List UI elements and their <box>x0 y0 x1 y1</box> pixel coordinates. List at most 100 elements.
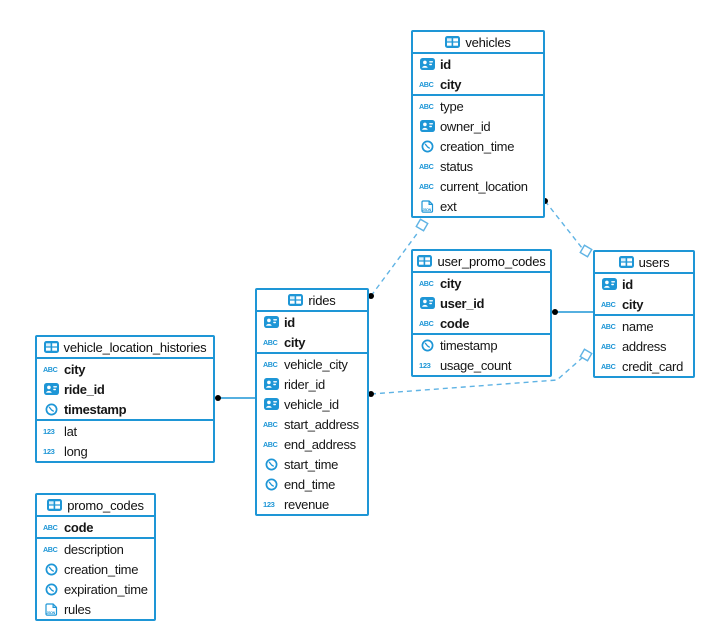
endpoint-diamond <box>579 244 593 258</box>
field-name: owner_id <box>440 118 491 134</box>
id-card-icon <box>262 398 280 410</box>
relationship-vehicles-to-users[interactable] <box>544 200 583 249</box>
field-row-timestamp[interactable]: timestamp <box>37 399 213 419</box>
relationship-rides-to-vehicles[interactable] <box>370 230 420 297</box>
field-row-ext[interactable]: JSON ext <box>413 196 543 216</box>
field-name: name <box>622 318 654 334</box>
svg-text:ABC: ABC <box>263 360 278 369</box>
field-row-lat[interactable]: 123 lat <box>37 421 213 441</box>
field-row-rules[interactable]: JSON rules <box>37 599 154 619</box>
numeric-123-icon: 123 <box>418 360 436 370</box>
svg-text:123: 123 <box>43 427 55 436</box>
table-promo_codes-header[interactable]: promo_codes <box>37 495 154 517</box>
field-name: vehicle_city <box>284 356 348 372</box>
svg-text:ABC: ABC <box>601 362 616 371</box>
table-user_promo_codes-header[interactable]: user_promo_codes <box>413 251 550 273</box>
field-row-creation_time[interactable]: creation_time <box>37 559 154 579</box>
id-card-icon <box>262 378 280 390</box>
json-icon: JSON <box>42 602 60 616</box>
field-row-vehicle_id[interactable]: vehicle_id <box>257 394 367 414</box>
id-card-icon <box>418 120 436 132</box>
json-icon: JSON <box>418 199 436 213</box>
abc-text-type-icon: ABC <box>418 278 436 288</box>
field-row-id[interactable]: id <box>595 274 693 294</box>
table-grid-icon <box>288 294 304 306</box>
field-row-rider_id[interactable]: rider_id <box>257 374 367 394</box>
field-row-vehicle_city[interactable]: ABC vehicle_city <box>257 354 367 374</box>
field-name: end_address <box>284 436 356 452</box>
field-name: description <box>64 541 124 557</box>
field-row-timestamp[interactable]: timestamp <box>413 335 550 355</box>
field-row-expiration_time[interactable]: expiration_time <box>37 579 154 599</box>
abc-text-type-icon: ABC <box>600 321 618 331</box>
numeric-123-icon: 123 <box>42 426 60 436</box>
table-users-header[interactable]: users <box>595 252 693 274</box>
relationship-rides-to-users[interactable] <box>370 357 583 395</box>
field-row-end_time[interactable]: end_time <box>257 474 367 494</box>
clock-icon <box>42 563 60 576</box>
field-row-ride_id[interactable]: ride_id <box>37 379 213 399</box>
field-row-end_address[interactable]: ABC end_address <box>257 434 367 454</box>
field-row-start_time[interactable]: start_time <box>257 454 367 474</box>
field-name: start_address <box>284 416 359 432</box>
svg-text:ABC: ABC <box>263 440 278 449</box>
field-row-id[interactable]: id <box>257 312 367 332</box>
field-row-description[interactable]: ABC description <box>37 539 154 559</box>
field-row-creation_time[interactable]: creation_time <box>413 136 543 156</box>
clock-icon <box>42 403 60 416</box>
field-name: user_id <box>440 295 485 311</box>
svg-text:ABC: ABC <box>43 523 58 532</box>
field-row-owner_id[interactable]: owner_id <box>413 116 543 136</box>
field-name: ext <box>440 198 457 214</box>
endpoint-dot <box>552 309 558 315</box>
svg-text:ABC: ABC <box>43 365 58 374</box>
field-name: creation_time <box>440 138 515 154</box>
field-row-credit_card[interactable]: ABC credit_card <box>595 356 693 376</box>
svg-text:ABC: ABC <box>43 545 58 554</box>
clock-icon <box>262 478 280 491</box>
field-name: rider_id <box>284 376 325 392</box>
table-vehicles-header[interactable]: vehicles <box>413 32 543 54</box>
field-row-id[interactable]: id <box>413 54 543 74</box>
abc-text-type-icon: ABC <box>262 419 280 429</box>
field-row-name[interactable]: ABC name <box>595 316 693 336</box>
field-name: revenue <box>284 496 329 512</box>
field-name: vehicle_id <box>284 396 339 412</box>
field-name: lat <box>64 423 77 439</box>
table-vehicle_location_histories-header[interactable]: vehicle_location_histories <box>37 337 213 359</box>
abc-text-type-icon: ABC <box>262 439 280 449</box>
field-name: rules <box>64 601 91 617</box>
field-row-user_id[interactable]: user_id <box>413 293 550 313</box>
svg-text:ABC: ABC <box>601 300 616 309</box>
field-name: city <box>284 334 306 350</box>
field-name: long <box>64 443 88 459</box>
field-row-start_address[interactable]: ABC start_address <box>257 414 367 434</box>
field-name: credit_card <box>622 358 684 374</box>
table-rides-header[interactable]: rides <box>257 290 367 312</box>
